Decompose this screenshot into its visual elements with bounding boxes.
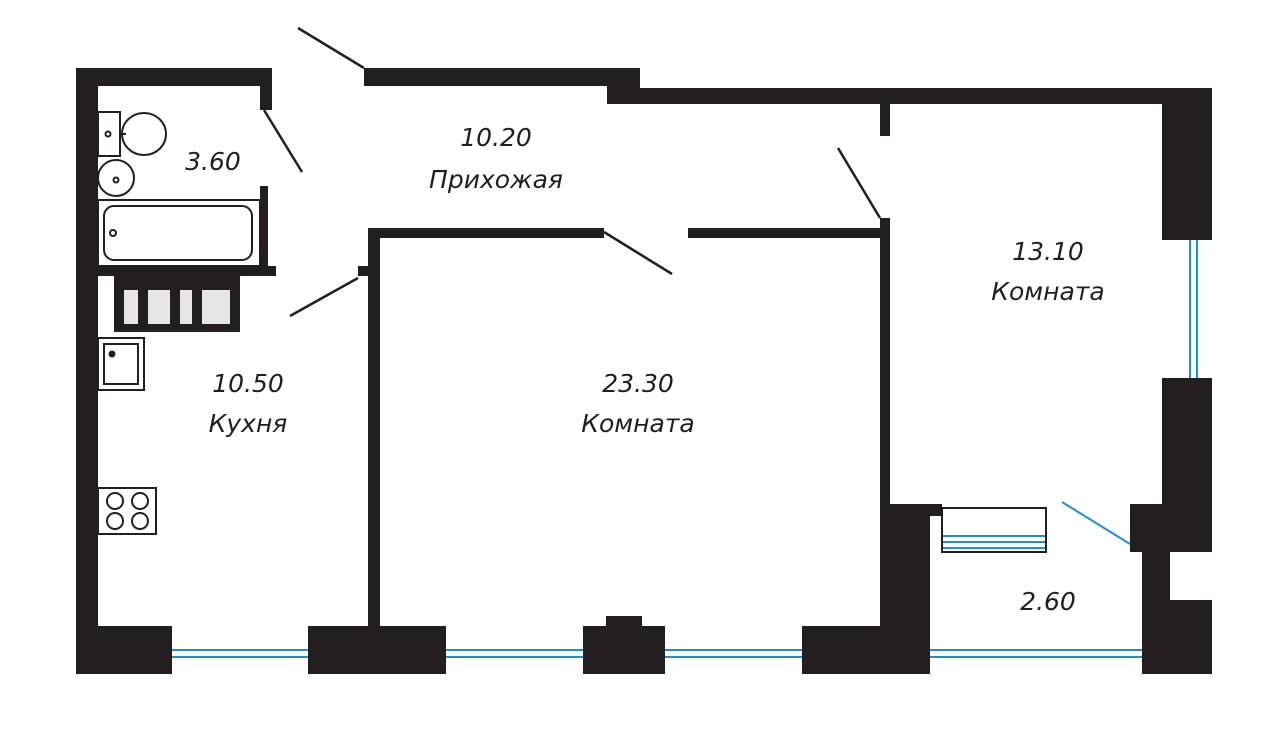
window-bedroom <box>1189 240 1198 378</box>
burner <box>131 492 149 510</box>
bathtub <box>97 199 261 267</box>
door-swing-living <box>603 230 673 276</box>
living-room-name: Комната <box>581 409 694 438</box>
wall-bottom-3-top <box>606 616 642 628</box>
bathtub-inner <box>103 205 253 261</box>
wall-right-balcony-side <box>1142 552 1170 600</box>
vent-opening <box>180 290 192 324</box>
door-swing-entrance <box>297 26 365 70</box>
vent-opening <box>148 290 170 324</box>
wall-living-bedroom <box>880 218 890 628</box>
wall-living-top-left <box>368 228 604 238</box>
window-balcony-bottom <box>930 649 1142 658</box>
hallway-name: Прихожая <box>429 165 563 194</box>
toilet-bowl <box>121 112 167 156</box>
kitchen-sink-drain <box>108 350 116 358</box>
kitchen-sink-inner <box>103 343 139 385</box>
door-swing-bathroom <box>262 109 304 173</box>
wall-left <box>76 68 98 674</box>
door-swing-bedroom <box>836 147 882 219</box>
vent-opening <box>124 290 138 324</box>
wall-right-upper <box>1162 88 1212 240</box>
wall-right-lower <box>1162 378 1212 504</box>
wall-top-right <box>607 88 1212 104</box>
hallway-area: 10.20 <box>460 123 532 152</box>
burner <box>131 512 149 530</box>
room-labels: 3.60 10.20 Прихожая 13.10 Комната 10.50 … <box>185 123 1105 616</box>
window-living-left <box>446 649 583 658</box>
door-swings <box>262 26 882 318</box>
door-swing-balcony <box>1061 501 1131 545</box>
window-balcony-door <box>942 535 1046 549</box>
wall-right-balcony-block <box>1130 504 1212 552</box>
walls <box>76 68 1212 674</box>
wall-bathroom-stub <box>260 68 272 110</box>
bathtub-drain <box>109 229 117 237</box>
wall-bottom-3 <box>583 626 665 674</box>
wall-bottom-1 <box>76 626 172 674</box>
window-kitchen <box>172 649 308 658</box>
wall-living-top-right <box>688 228 888 238</box>
wall-kitchen-living <box>368 228 380 628</box>
wall-kitchen-door-stub <box>358 266 368 276</box>
toilet <box>97 111 167 157</box>
burner <box>106 492 124 510</box>
kitchen-sink <box>97 337 145 391</box>
wall-bottom-2 <box>308 626 446 674</box>
bathroom-area: 3.60 <box>185 147 241 176</box>
door-swing-kitchen <box>289 276 359 318</box>
wall-right-bottom <box>1142 600 1212 674</box>
kitchen-area: 10.50 <box>212 369 284 398</box>
balcony-door-frame <box>941 507 1047 553</box>
wall-bathroom-bottom <box>98 266 276 276</box>
vent-openings <box>124 290 230 324</box>
living-room-area: 23.30 <box>602 369 674 398</box>
windows <box>172 240 1198 658</box>
toilet-button <box>104 130 112 138</box>
wall-bathroom-right <box>260 186 268 272</box>
wall-top-bathroom <box>76 68 272 86</box>
wall-top-hallway <box>364 68 640 86</box>
burner <box>106 512 124 530</box>
wall-bedroom-stub <box>880 104 890 136</box>
vent-opening <box>202 290 230 324</box>
window-living-right <box>665 649 802 658</box>
stove <box>97 487 157 535</box>
sink-drain <box>112 176 120 184</box>
wall-bottom-4 <box>802 626 930 674</box>
bedroom-name: Комната <box>991 277 1104 306</box>
stove-body <box>97 487 157 535</box>
kitchen-name: Кухня <box>209 409 288 438</box>
bathroom-sink <box>97 159 135 197</box>
bedroom-area: 13.10 <box>1012 237 1084 266</box>
balcony-area: 2.60 <box>1020 587 1076 616</box>
